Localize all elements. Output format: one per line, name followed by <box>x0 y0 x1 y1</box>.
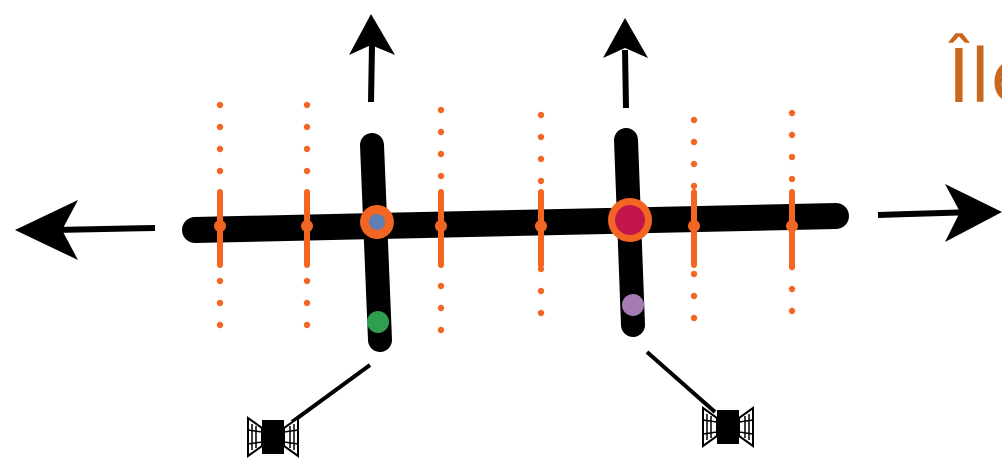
grid-dot <box>788 307 796 315</box>
grid-dot <box>690 160 698 168</box>
grid-dot <box>537 155 545 163</box>
grid-dot <box>690 270 698 278</box>
station-dot <box>688 220 700 232</box>
grid-dot <box>216 299 224 307</box>
grid-dot <box>690 314 698 322</box>
station-dot <box>214 220 226 232</box>
camera-icon <box>247 416 299 458</box>
grid-dot <box>216 123 224 131</box>
grid-dot <box>437 304 445 312</box>
camera-icon <box>702 406 754 448</box>
grid-dot <box>437 150 445 158</box>
grid-dot <box>216 167 224 175</box>
branch-line-a <box>360 133 392 352</box>
grid-dot <box>690 138 698 146</box>
grid-dot <box>788 175 796 183</box>
grid-dot <box>303 123 311 131</box>
arrow-up-icon <box>603 18 648 109</box>
title-text: Île <box>948 34 1002 120</box>
branch-end-station <box>622 294 644 316</box>
camera-connector-a <box>290 363 372 424</box>
station-dot <box>435 220 447 232</box>
grid-dot <box>788 109 796 117</box>
arrow-up-icon <box>349 14 395 103</box>
grid-dot <box>303 145 311 153</box>
grid-dot <box>537 133 545 141</box>
line-layer <box>182 128 849 352</box>
grid-dot <box>537 111 545 119</box>
grid-dot <box>303 321 311 329</box>
grid-dot <box>537 177 545 185</box>
camera-connector-b <box>645 350 717 414</box>
grid-dot <box>303 299 311 307</box>
grid-dot <box>788 131 796 139</box>
grid-dot <box>788 285 796 293</box>
grid-dot <box>437 282 445 290</box>
grid-dot <box>537 309 545 317</box>
grid-dot <box>303 277 311 285</box>
dotted-grid <box>216 101 796 334</box>
arrow-right-icon <box>877 184 1002 242</box>
grid-dot <box>788 153 796 161</box>
grid-dot <box>437 128 445 136</box>
grid-dot <box>690 182 698 190</box>
grid-dot <box>537 287 545 295</box>
station-dot <box>301 220 313 232</box>
grid-dot <box>437 326 445 334</box>
arrow-left-icon <box>15 200 156 260</box>
interchange-station-inner <box>615 205 645 235</box>
grid-dot <box>690 116 698 124</box>
grid-dot <box>216 321 224 329</box>
grid-dot <box>216 145 224 153</box>
grid-dot <box>216 101 224 109</box>
grid-dot <box>437 172 445 180</box>
station-dot <box>535 220 547 232</box>
grid-dot <box>303 101 311 109</box>
interchange-station-inner <box>369 214 385 230</box>
grid-dot <box>303 167 311 175</box>
station-ticks <box>214 189 798 268</box>
station-dot <box>786 220 798 232</box>
branch-end-station <box>367 311 389 333</box>
stations <box>360 198 652 333</box>
grid-dot <box>690 292 698 300</box>
grid-dot <box>437 106 445 114</box>
main-line <box>182 203 849 243</box>
grid-dot <box>216 277 224 285</box>
